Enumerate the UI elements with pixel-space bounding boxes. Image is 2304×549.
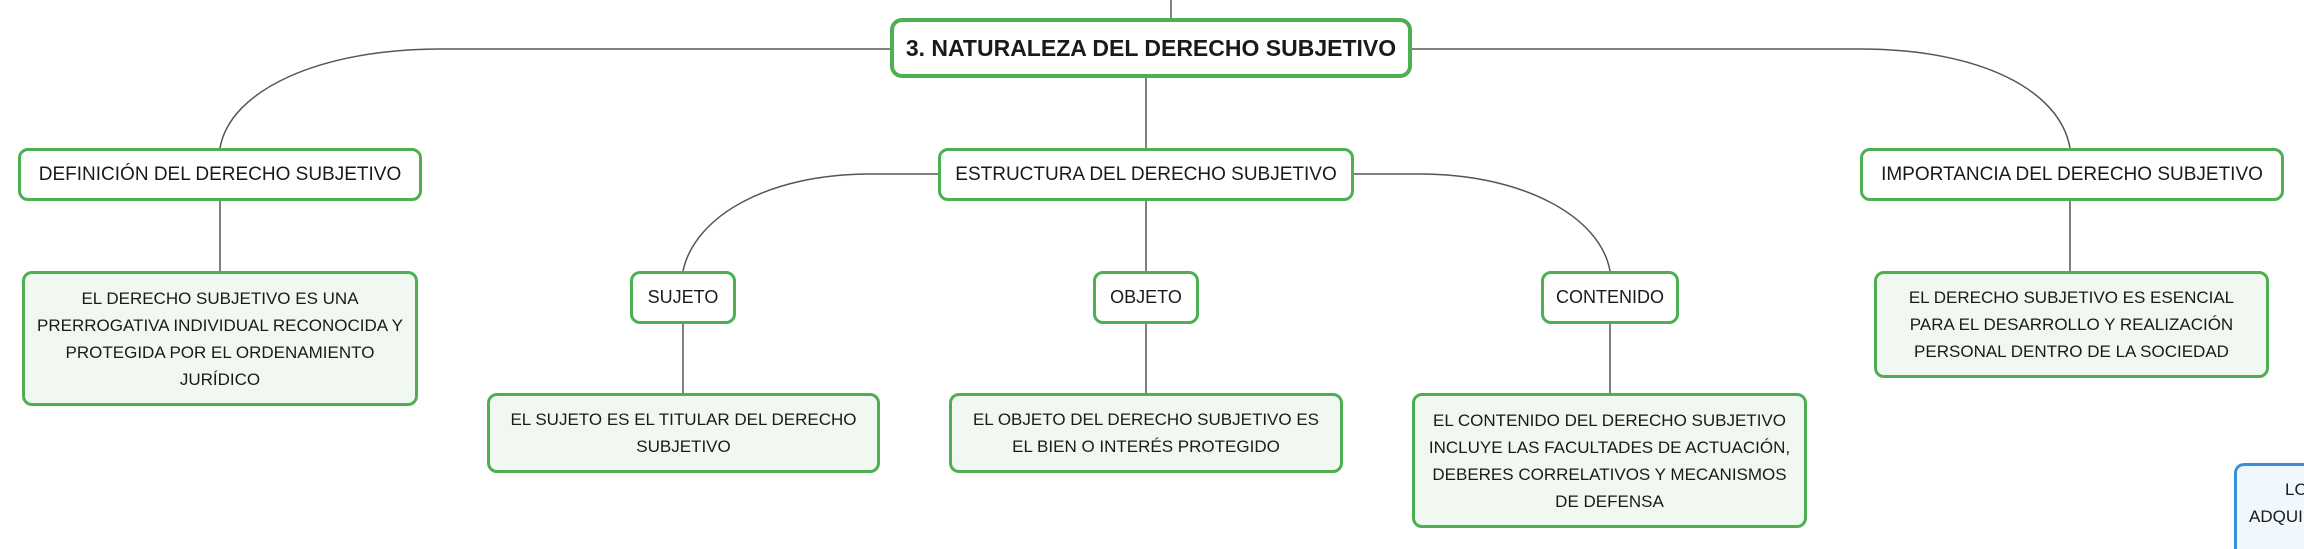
offscreen-node-line1: LOS (2285, 480, 2304, 499)
subtopic-sujeto-label: SUJETO (647, 287, 719, 307)
offscreen-node-line2: ADQUI (2249, 507, 2303, 526)
contenido-detail[interactable]: EL CONTENIDO DEL DERECHO SUBJETIVO INCLU… (1412, 393, 1807, 528)
subtopic-sujeto[interactable]: SUJETO (630, 271, 736, 324)
topic-estructura[interactable]: ESTRUCTURA DEL DERECHO SUBJETIVO (938, 148, 1354, 201)
objeto-detail[interactable]: EL OBJETO DEL DERECHO SUBJETIVO ES EL BI… (949, 393, 1343, 473)
topic-importancia[interactable]: IMPORTANCIA DEL DERECHO SUBJETIVO (1860, 148, 2284, 201)
topic-definicion-label: DEFINICIÓN DEL DERECHO SUBJETIVO (38, 163, 402, 185)
importancia-detail[interactable]: EL DERECHO SUBJETIVO ES ESENCIAL PARA EL… (1874, 271, 2269, 378)
sujeto-detail-text: EL SUJETO ES EL TITULAR DEL DERECHO SUBJ… (510, 410, 857, 456)
contenido-detail-text: EL CONTENIDO DEL DERECHO SUBJETIVO INCLU… (1428, 410, 1791, 511)
topic-definicion[interactable]: DEFINICIÓN DEL DERECHO SUBJETIVO (18, 148, 422, 201)
definicion-detail-text: EL DERECHO SUBJETIVO ES UNA PRERROGATIVA… (37, 288, 403, 389)
sujeto-detail[interactable]: EL SUJETO ES EL TITULAR DEL DERECHO SUBJ… (487, 393, 880, 473)
subtopic-contenido[interactable]: CONTENIDO (1541, 271, 1679, 324)
subtopic-objeto[interactable]: OBJETO (1093, 271, 1199, 324)
offscreen-node[interactable]: LOS ADQUI (2234, 463, 2304, 549)
subtopic-objeto-label: OBJETO (1110, 287, 1182, 307)
subtopic-contenido-label: CONTENIDO (1556, 287, 1664, 307)
connector-root-definicion (219, 48, 890, 149)
topic-estructura-label: ESTRUCTURA DEL DERECHO SUBJETIVO (955, 163, 1337, 185)
definicion-detail[interactable]: EL DERECHO SUBJETIVO ES UNA PRERROGATIVA… (22, 271, 418, 406)
importancia-detail-text: EL DERECHO SUBJETIVO ES ESENCIAL PARA EL… (1908, 288, 2235, 361)
connector-root-importancia (1412, 48, 2071, 149)
root-topic[interactable]: 3. NATURALEZA DEL DERECHO SUBJETIVO (890, 18, 1412, 78)
topic-importancia-label: IMPORTANCIA DEL DERECHO SUBJETIVO (1881, 163, 2263, 185)
connector-estructura-sujeto (682, 173, 938, 272)
root-topic-label: 3. NATURALEZA DEL DERECHO SUBJETIVO (905, 34, 1397, 61)
offscreen-node-text: LOS ADQUI (2249, 476, 2304, 530)
connector-estructura-contenido (1354, 173, 1611, 272)
objeto-detail-text: EL OBJETO DEL DERECHO SUBJETIVO ES EL BI… (972, 410, 1320, 456)
